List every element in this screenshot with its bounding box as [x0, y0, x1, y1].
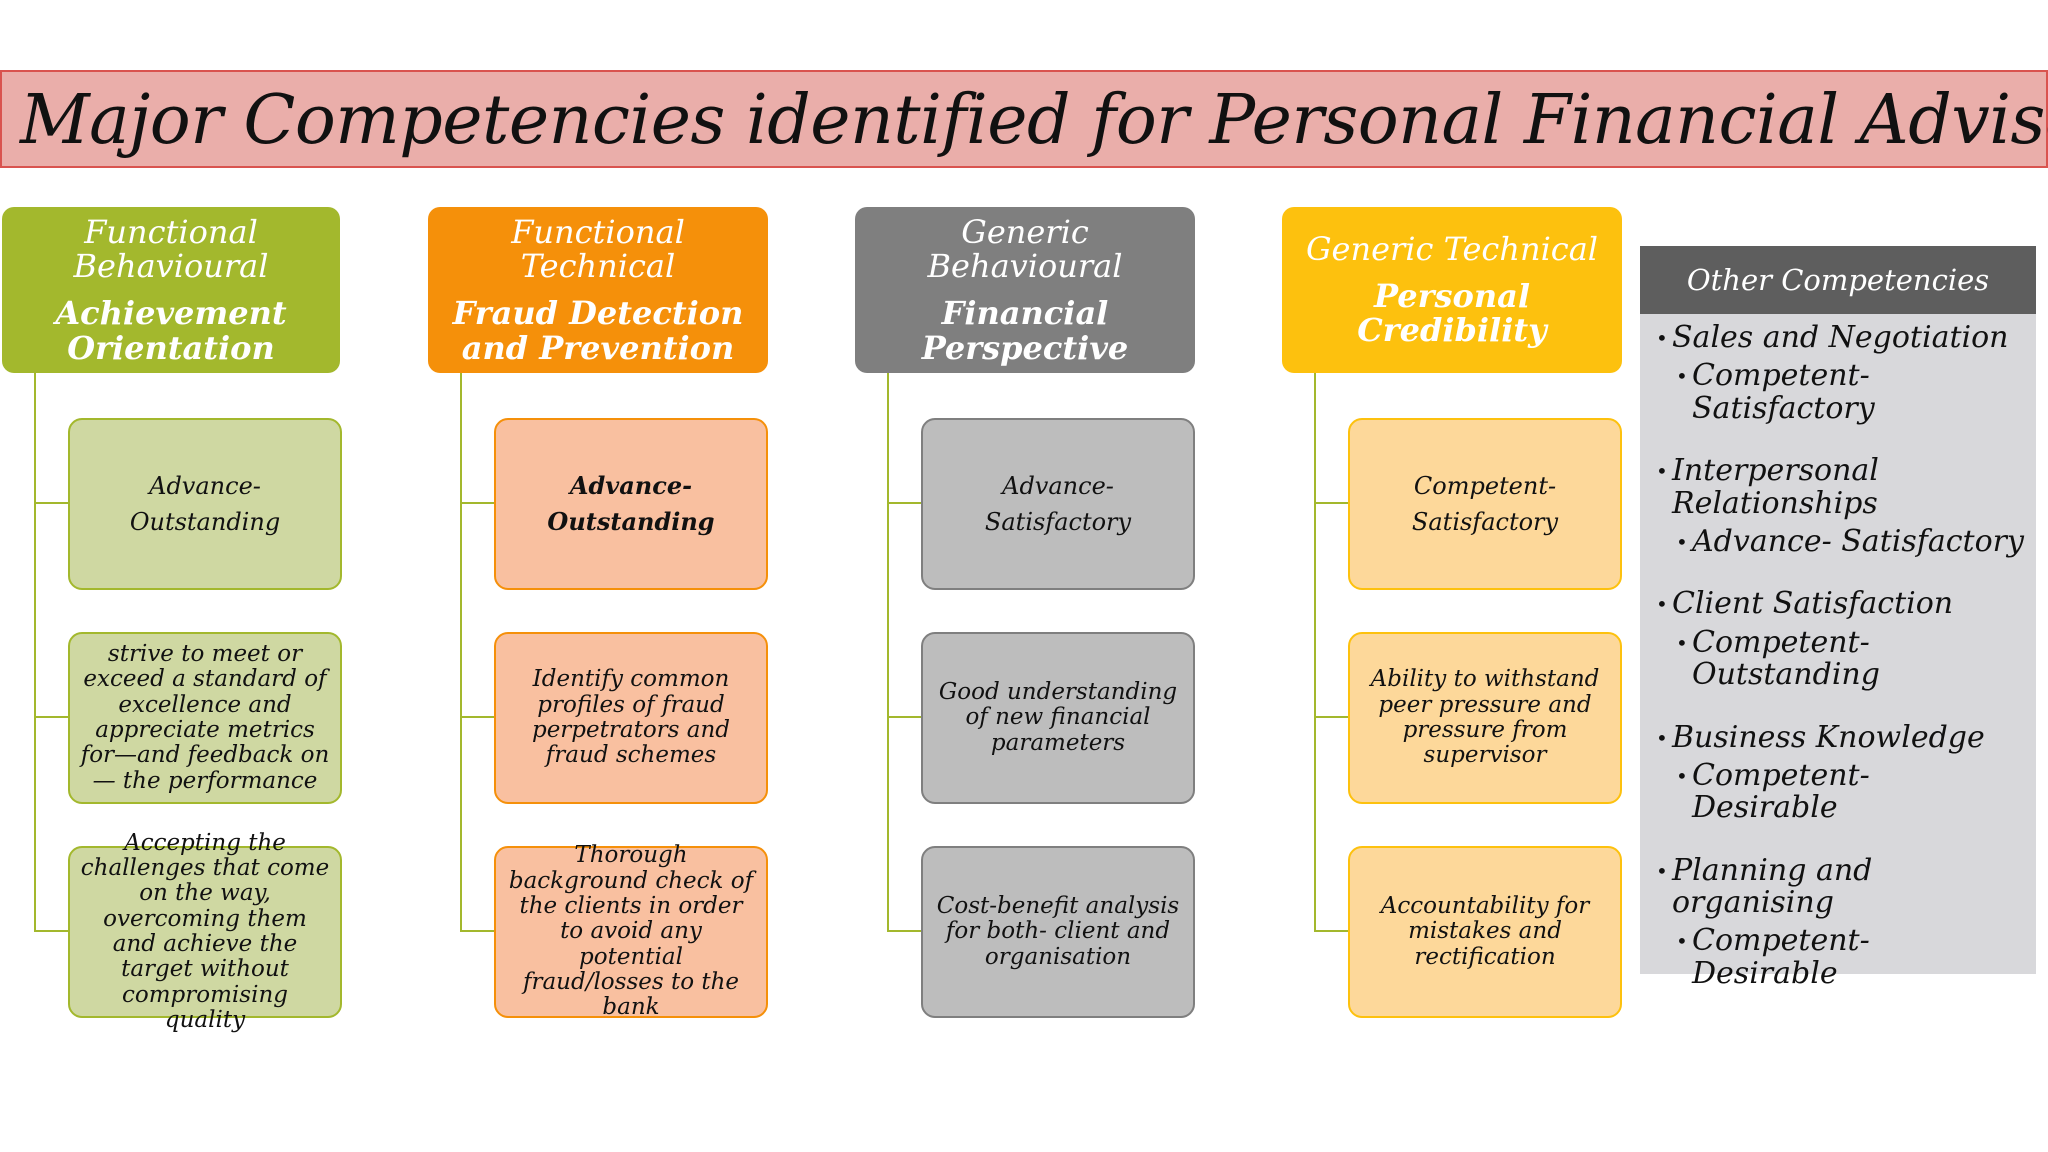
- other-competencies-title: Other Competencies: [1640, 246, 2036, 314]
- description-box: Identify common profiles of fraud perpet…: [494, 632, 768, 804]
- level-line: Advance-: [149, 472, 261, 500]
- competency-name: Business Knowledge: [1672, 719, 1985, 755]
- page-title: Major Competencies identified for Person…: [20, 81, 2048, 160]
- connector-horizontal: [460, 716, 496, 718]
- list-item: •Client Satisfaction •Competent- Outstan…: [1656, 586, 2024, 693]
- level-box: Advance- Outstanding: [68, 418, 342, 590]
- category-header: Generic Behavioural Financial Perspectiv…: [855, 207, 1195, 373]
- level-line: Outstanding: [547, 507, 715, 536]
- description-box: Accepting the challenges that come on th…: [68, 830, 342, 1033]
- competency-level: Competent- Desirable: [1692, 923, 1870, 991]
- connector-vertical: [1314, 373, 1316, 931]
- competency-name: Client Satisfaction: [1672, 586, 1954, 622]
- competency-level: Competent- Satisfactory: [1692, 358, 1875, 426]
- level-line: Satisfactory: [1411, 508, 1559, 536]
- connector-horizontal: [460, 502, 496, 504]
- description-box: strive to meet or exceed a standard of e…: [68, 632, 342, 804]
- competency-name: Planning and organising: [1672, 852, 1873, 921]
- level-line: Advance-: [1002, 472, 1114, 500]
- category-label: Functional Behavioural: [73, 212, 269, 286]
- connector-vertical: [34, 373, 36, 931]
- level-box: Advance- Outstanding: [494, 418, 768, 590]
- description-box: Accountability for mistakes and rectific…: [1348, 846, 1622, 1018]
- competency-level: Advance- Satisfactory: [1692, 523, 2024, 559]
- competency-name: Sales and Negotiation: [1672, 320, 2009, 355]
- bullet-icon: •: [1676, 630, 1688, 655]
- connector-horizontal: [1314, 502, 1350, 504]
- connector-horizontal: [887, 716, 923, 718]
- bullet-icon: •: [1676, 364, 1688, 389]
- connector-horizontal: [460, 930, 496, 932]
- bullet-icon: •: [1676, 529, 1688, 554]
- description-box: Thorough background check of the clients…: [494, 843, 768, 1020]
- connector-horizontal: [887, 930, 923, 932]
- connector-horizontal: [34, 930, 70, 932]
- level-box: Advance- Satisfactory: [921, 418, 1195, 590]
- level-line: Advance-: [569, 471, 693, 500]
- bullet-icon: •: [1656, 858, 1668, 883]
- description-box: Ability to withstand peer pressure and p…: [1348, 632, 1622, 804]
- competency-name: Interpersonal Relationships: [1672, 453, 1879, 521]
- level-box: Competent- Satisfactory: [1348, 418, 1622, 590]
- connector-vertical: [887, 373, 889, 931]
- bullet-icon: •: [1656, 592, 1668, 617]
- list-item: •Sales and Negotiation •Competent- Satis…: [1656, 320, 2024, 426]
- list-item: •Planning and organising •Competent- Des…: [1656, 852, 2024, 991]
- connector-horizontal: [1314, 716, 1350, 718]
- other-competencies-list: •Sales and Negotiation •Competent- Satis…: [1640, 314, 2036, 990]
- category-label: Generic Technical: [1305, 230, 1599, 269]
- category-label: Functional Technical: [511, 212, 685, 286]
- competency-level: Competent- Desirable: [1692, 757, 1870, 826]
- connector-horizontal: [887, 502, 923, 504]
- category-header: Functional Technical Fraud Detection and…: [428, 207, 768, 373]
- connector-horizontal: [1314, 930, 1350, 932]
- list-item: •Interpersonal Relationships •Advance- S…: [1656, 455, 2024, 558]
- connector-horizontal: [34, 716, 70, 718]
- level-line: Competent-: [1413, 472, 1557, 500]
- connector-horizontal: [34, 502, 70, 504]
- competency-label: Financial Perspective: [921, 294, 1129, 367]
- description-box: Cost-benefit analysis for both- client a…: [921, 846, 1195, 1018]
- competency-label: Fraud Detection and Prevention: [452, 294, 744, 367]
- title-banner: Major Competencies identified for Person…: [0, 70, 2048, 168]
- category-label: Generic Behavioural: [927, 212, 1123, 286]
- bullet-icon: •: [1656, 459, 1668, 484]
- list-item: •Business Knowledge •Competent- Desirabl…: [1656, 719, 2024, 826]
- level-line: Outstanding: [129, 508, 281, 536]
- category-header: Functional Behavioural Achievement Orien…: [2, 207, 340, 373]
- competency-label: Personal Credibility: [1357, 276, 1547, 350]
- other-competencies-panel: Other Competencies •Sales and Negotiatio…: [1640, 246, 2036, 990]
- category-header: Generic Technical Personal Credibility: [1282, 207, 1622, 373]
- level-line: Satisfactory: [984, 508, 1132, 536]
- bullet-icon: •: [1676, 763, 1688, 788]
- bullet-icon: •: [1656, 326, 1668, 350]
- competency-level: Competent- Outstanding: [1692, 624, 1880, 693]
- bullet-icon: •: [1656, 725, 1668, 750]
- connector-vertical: [460, 373, 462, 931]
- bullet-icon: •: [1676, 929, 1688, 954]
- description-box: Good understanding of new financial para…: [921, 632, 1195, 804]
- competency-label: Achievement Orientation: [55, 294, 287, 367]
